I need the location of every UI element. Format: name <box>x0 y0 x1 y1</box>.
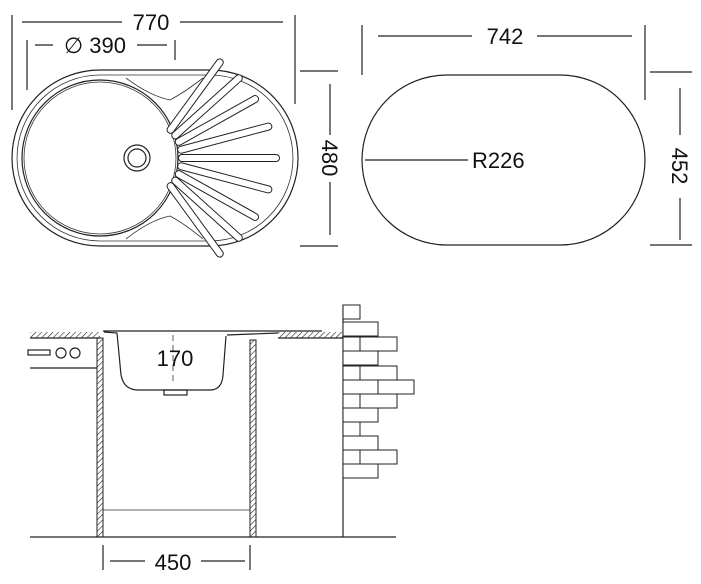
drainboard-rib <box>167 183 223 257</box>
brick <box>342 449 361 465</box>
depth-label: 170 <box>157 346 194 371</box>
brick <box>342 421 361 437</box>
dimension-label: 770 <box>133 10 170 35</box>
side-view: 170 <box>27 304 415 538</box>
sink-top-view <box>11 58 299 258</box>
cutout-template: R226 <box>361 74 646 246</box>
brick <box>359 449 398 465</box>
dimension-label: 480 <box>317 140 342 177</box>
brick <box>359 336 398 352</box>
brick <box>342 379 379 395</box>
brick <box>342 336 361 352</box>
dimension-label: ∅ 390 <box>64 33 126 58</box>
dimension-label: 450 <box>155 550 192 575</box>
brick <box>342 393 361 409</box>
cabinet-side-right <box>249 339 257 538</box>
brick <box>342 407 379 423</box>
brick <box>342 350 379 366</box>
brick <box>342 321 379 337</box>
drain-outlet <box>163 389 188 396</box>
drainboard-rib <box>167 59 223 133</box>
cabinet-side-left <box>96 337 104 538</box>
dimension-770: 770 <box>11 10 296 110</box>
drainboard-rib <box>172 75 242 139</box>
dimension-742: 742 <box>361 24 646 100</box>
drain-icon <box>123 144 151 172</box>
dimension-480: 480 <box>300 70 342 247</box>
drainboard-ribs <box>166 58 280 258</box>
bowl <box>21 79 179 237</box>
brick <box>359 393 398 409</box>
dimension-452: 452 <box>650 71 692 246</box>
dimension-label: 742 <box>487 24 524 49</box>
drainboard-rib <box>175 96 259 145</box>
drainboard-rib <box>178 163 272 193</box>
brick <box>377 379 415 395</box>
drainboard-rib <box>178 123 272 153</box>
bowl-profile <box>103 331 227 391</box>
brick <box>342 435 379 451</box>
radius-label: R226 <box>472 148 525 173</box>
brick <box>359 365 398 381</box>
brick-wall <box>342 304 415 479</box>
dimension-label: 452 <box>667 148 692 185</box>
stove-controls-icon <box>27 347 97 369</box>
drainboard-rib <box>172 177 242 241</box>
brick <box>342 365 361 381</box>
dimension-450: 450 <box>102 545 251 575</box>
drainboard-rib <box>175 171 259 220</box>
dimension-diameter-390: ∅ 390 <box>26 33 176 90</box>
brick <box>342 304 361 320</box>
brick <box>342 463 379 479</box>
